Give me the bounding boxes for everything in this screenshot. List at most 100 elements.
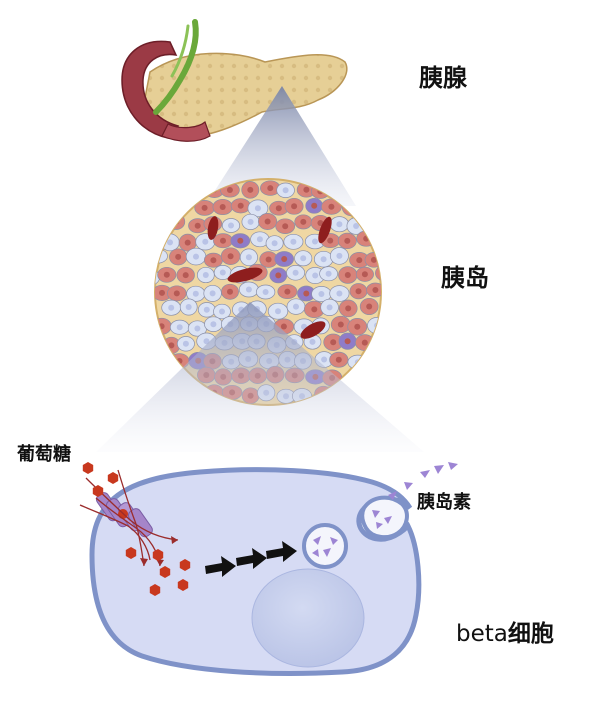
islet-cell-nucleus	[355, 288, 362, 295]
label-glucose: 葡萄糖	[17, 444, 71, 465]
islet-cell-nucleus	[247, 186, 254, 193]
islet-cell-nucleus	[344, 272, 351, 278]
islet-cell-nucleus	[194, 325, 201, 332]
glucose-molecule	[92, 485, 104, 497]
insulin-molecule	[376, 522, 383, 529]
islet-cell-nucleus	[163, 271, 170, 278]
glucose-molecule	[159, 566, 171, 578]
capillary	[207, 216, 219, 240]
islet-cell-nucleus	[356, 257, 363, 264]
islet-cell-nucleus	[182, 272, 189, 279]
glucose-molecule	[177, 579, 189, 591]
signal-arrows	[205, 541, 297, 577]
islet-cell-nucleus	[311, 202, 318, 209]
islet-cell-nucleus	[167, 239, 173, 246]
islet-cell-nucleus	[312, 272, 319, 279]
signal-arrow	[205, 556, 236, 577]
islet-cell-nucleus	[267, 185, 274, 192]
islet-cell-nucleus	[372, 287, 379, 293]
islet-cell-nucleus	[309, 338, 316, 345]
islet-cell-nucleus	[275, 272, 282, 279]
glucose-molecule	[149, 584, 161, 596]
islet-cell-nucleus	[326, 304, 333, 311]
islet-cell-nucleus	[173, 290, 180, 297]
insulin-molecule	[420, 470, 430, 478]
islet-cell-nucleus	[168, 342, 175, 349]
islet-cell-nucleus	[203, 338, 210, 345]
islet-cell-nucleus	[292, 269, 299, 276]
islet-cell-nucleus	[284, 288, 291, 295]
islet-cell-nucleus	[275, 308, 281, 315]
islet-cell-nucleus	[209, 290, 216, 297]
glucose-molecule	[152, 549, 164, 561]
islet-cell-nucleus	[275, 205, 282, 212]
islet-cell-nucleus	[219, 269, 226, 276]
signal-arrow	[266, 541, 297, 562]
islet-cell-nucleus	[327, 237, 334, 244]
capillary	[318, 216, 332, 244]
label-pancreas: 胰腺	[419, 64, 467, 92]
zoom-beam-bottom	[96, 302, 424, 452]
islet-cell-nucleus	[228, 222, 234, 229]
islet-cell-nucleus	[320, 256, 327, 263]
islet-cell-nucleus	[282, 223, 289, 230]
islet-cell-nucleus	[220, 237, 226, 244]
islet-cell-nucleus	[176, 324, 183, 331]
islet-cell-nucleus	[203, 306, 210, 313]
islet-cell-nucleus	[193, 253, 199, 260]
duodenum-end	[161, 120, 211, 142]
islet-cell-nucleus	[194, 222, 201, 229]
islet-cell-nucleus	[237, 202, 244, 209]
glucose-molecule	[82, 462, 94, 474]
islet-cell-nucleus	[281, 256, 288, 262]
islet-cell-nucleus	[282, 187, 289, 194]
insulin-molecule	[312, 549, 319, 557]
islet-cell-nucleus	[227, 288, 233, 295]
capillary	[227, 267, 263, 283]
islet-cell-nucleus	[336, 252, 343, 259]
label-beta-cell: beta细胞	[456, 614, 554, 648]
islet-cell-nucleus	[265, 256, 272, 263]
islet-cell-nucleus	[336, 221, 343, 228]
label-beta-prefix: beta	[456, 621, 508, 647]
islet-cell-nucleus	[201, 204, 208, 211]
insulin-molecule	[404, 482, 413, 490]
islet-cell-nucleus	[202, 272, 209, 278]
glucose-molecules	[82, 462, 191, 596]
islet-cell-nucleus	[300, 218, 307, 225]
secreting-vesicle	[360, 495, 409, 540]
islet-cell	[367, 317, 381, 334]
signal-arrow	[236, 548, 267, 569]
islet-cell	[375, 265, 381, 282]
islet-cell-nucleus	[271, 240, 278, 247]
islet-cell-nucleus	[245, 254, 252, 261]
pancreas-body	[144, 52, 348, 138]
islet-cell-nucleus	[192, 290, 199, 297]
islet-cell-nucleus	[366, 303, 373, 310]
islet-cell-nucleus	[168, 304, 175, 311]
islet-cell-nucleus	[175, 253, 182, 260]
islet-cell-nucleus	[147, 274, 153, 280]
insulin-molecule	[323, 548, 331, 557]
insulin-molecule	[388, 491, 397, 500]
islet-cell-nucleus	[219, 308, 225, 315]
islet-cell-nucleus	[345, 305, 352, 312]
pancreas-illustration	[121, 19, 348, 142]
islet-cell-nucleus	[185, 304, 192, 310]
glucose-molecule	[125, 547, 137, 559]
islet-cell-nucleus	[202, 238, 209, 245]
islet-cell-nucleus	[361, 339, 368, 346]
islet-cell-nucleus	[336, 290, 343, 297]
glucose-molecule	[107, 472, 119, 484]
islet-cell-nucleus	[344, 338, 351, 345]
islet-cell-nucleus	[247, 218, 254, 225]
islet-cell-nucleus	[184, 239, 191, 246]
islet-cell-nucleus	[219, 204, 226, 210]
islet-cell-nucleus	[311, 306, 318, 313]
beta-cell	[89, 462, 458, 676]
nucleus	[251, 568, 365, 668]
capillary	[300, 321, 326, 339]
islet-cell-nucleus	[330, 339, 337, 346]
islet-cell-nucleus	[335, 356, 342, 363]
